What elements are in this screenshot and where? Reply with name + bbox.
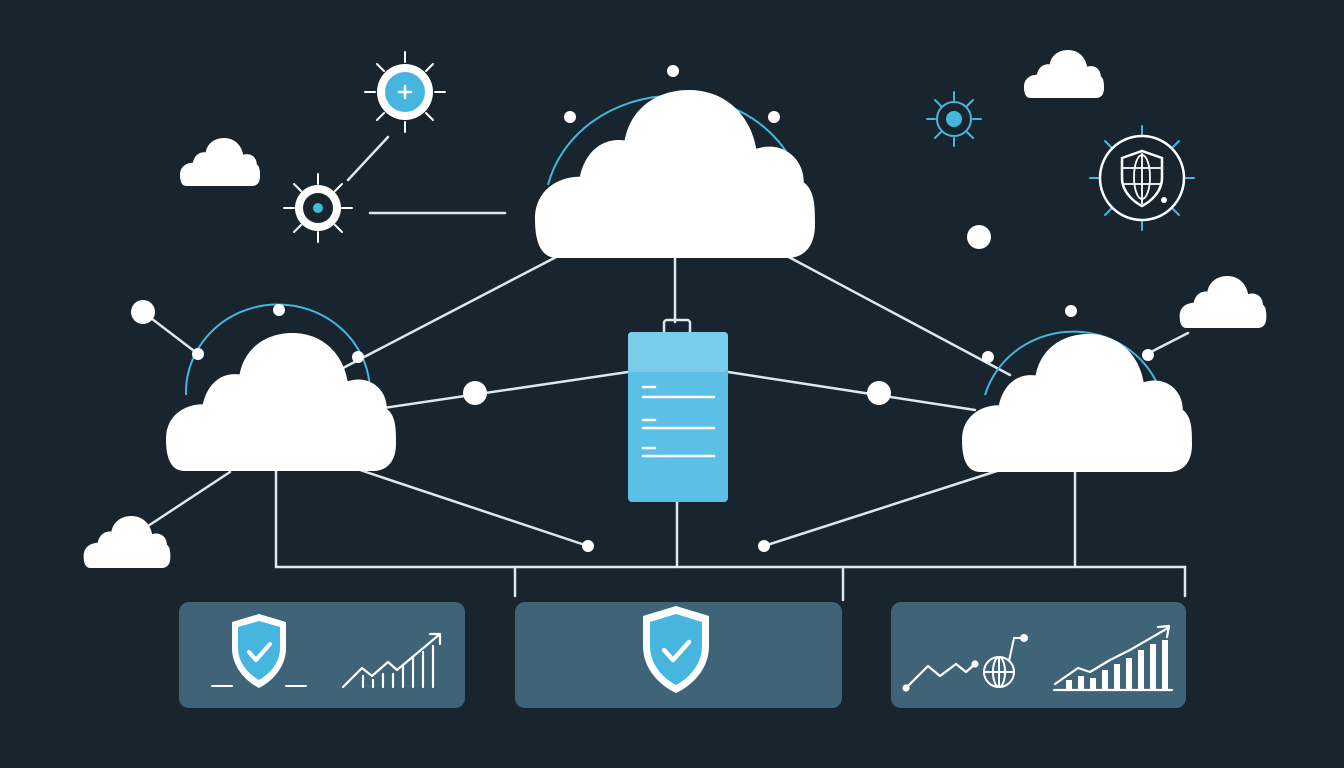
big-dot xyxy=(967,225,991,249)
bus-line xyxy=(274,468,1187,598)
link-dot xyxy=(982,351,994,363)
database-server-icon xyxy=(628,318,728,502)
node-icon xyxy=(283,173,353,243)
link-line xyxy=(762,468,1002,548)
link-line xyxy=(368,370,630,412)
link-dot xyxy=(564,111,576,123)
link-dot xyxy=(758,540,770,552)
panel-security-analytics xyxy=(179,602,465,708)
link-dot xyxy=(1142,349,1154,361)
link-line xyxy=(143,470,232,530)
link-line xyxy=(346,135,390,182)
shield-check-icon xyxy=(643,606,709,693)
link-dot xyxy=(352,351,364,363)
link-dot xyxy=(273,304,285,316)
bar-chart-bars xyxy=(1066,640,1168,690)
link-dot xyxy=(768,111,780,123)
link-dot xyxy=(192,348,204,360)
globe-icon xyxy=(983,634,1028,688)
link-nodes xyxy=(131,65,1154,552)
hub-icon xyxy=(926,91,982,147)
link-dot xyxy=(667,65,679,77)
link-dot xyxy=(1065,305,1077,317)
globe-shield-icon xyxy=(1089,125,1195,231)
big-dot xyxy=(463,381,487,405)
plus-node-icon xyxy=(364,51,446,133)
line-graph-icon xyxy=(902,660,979,692)
big-dot xyxy=(867,381,891,405)
big-dot xyxy=(131,300,155,324)
shield-check-icon xyxy=(232,614,286,688)
link-line xyxy=(358,468,590,548)
link-line xyxy=(726,370,977,412)
panel-security xyxy=(515,602,842,708)
arc-right-cloud xyxy=(984,330,1164,401)
panel-network-analytics xyxy=(891,602,1186,708)
trend-chart-icon xyxy=(341,632,442,689)
link-dot xyxy=(582,540,594,552)
link-line xyxy=(783,253,1012,377)
